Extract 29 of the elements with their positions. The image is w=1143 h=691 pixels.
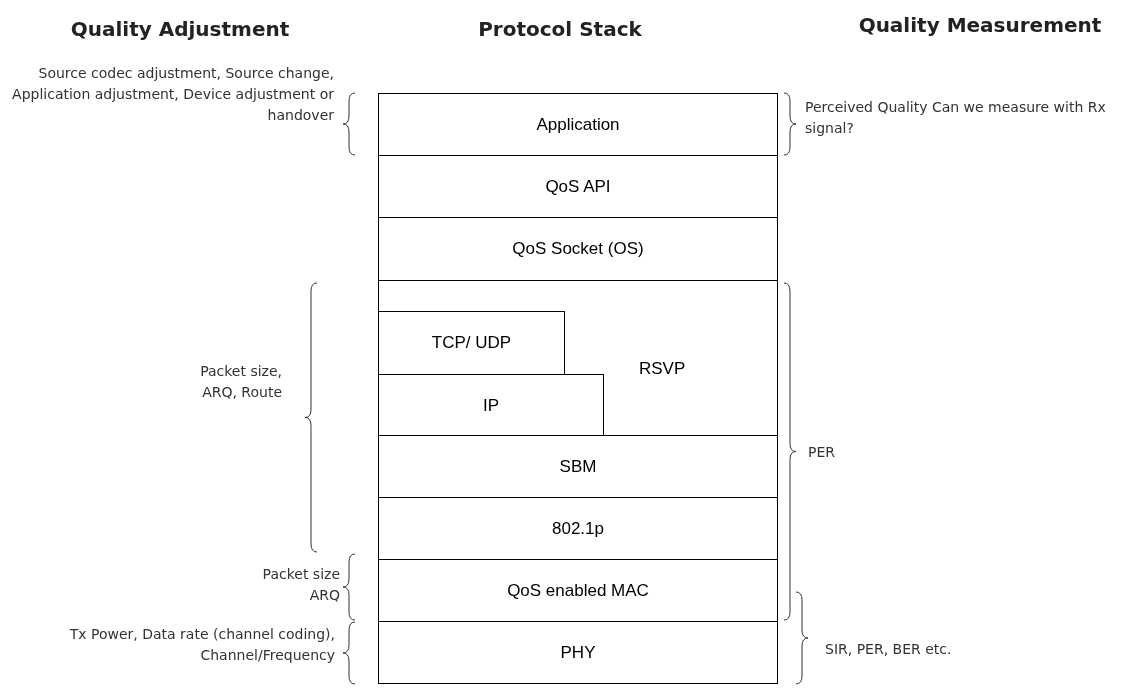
layer-label: TCP/ UDP bbox=[431, 332, 512, 355]
annotation-text: Perceived Quality Can we measure with Rx signal? bbox=[805, 98, 1107, 138]
layer-label: RSVP bbox=[639, 358, 686, 380]
layer-label: QoS enabled MAC bbox=[507, 579, 649, 602]
column-heading: Quality Measurement bbox=[857, 12, 1103, 39]
column-heading: Protocol Stack bbox=[477, 16, 643, 43]
layer-label: QoS API bbox=[545, 175, 611, 198]
column-heading: Quality Adjustment bbox=[69, 16, 291, 43]
layer-label: IP bbox=[482, 394, 500, 417]
layer-box bbox=[378, 280, 778, 436]
layer-box bbox=[378, 497, 778, 560]
layer-label: Application bbox=[536, 113, 620, 136]
layer-box bbox=[378, 217, 778, 281]
layer-label: QoS Socket (OS) bbox=[512, 238, 644, 261]
annotation-text: Packet size ARQ bbox=[261, 565, 340, 605]
annotation-text: Tx Power, Data rate (channel coding), Channel/Frequency bbox=[68, 625, 335, 665]
annotation-text: Packet size, ARQ, Route bbox=[199, 362, 282, 402]
layer-label: PHY bbox=[560, 641, 596, 664]
layer-box bbox=[378, 311, 565, 375]
layer-box bbox=[378, 155, 778, 218]
annotation-text: SIR, PER, BER etc. bbox=[825, 640, 953, 659]
annotation-text: PER bbox=[808, 443, 836, 462]
layer-label: SBM bbox=[559, 455, 597, 478]
layer-box bbox=[378, 93, 778, 156]
layer-label: 802.1p bbox=[552, 517, 604, 540]
annotation-text: Source codec adjustment, Source change, Application adjustment, Device adjustment or handover bbox=[11, 64, 334, 125]
layer-box bbox=[378, 621, 778, 684]
layer-box bbox=[378, 435, 778, 498]
layer-box bbox=[378, 559, 778, 622]
